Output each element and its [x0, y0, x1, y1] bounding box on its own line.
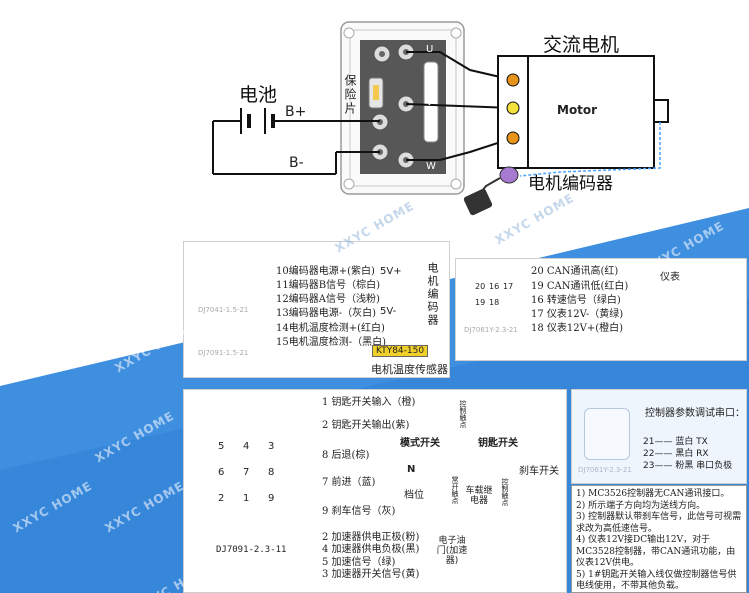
motor-label: Motor: [557, 103, 598, 117]
encoder-pin-11: 11编码器B信号（棕白): [276, 280, 380, 291]
meter-pin-20: 20 CAN通讯高(红): [531, 266, 619, 277]
ctrl-pin-6: 6: [218, 467, 225, 478]
encoder-v-plus: 5V+: [380, 266, 402, 277]
ctrl-pin-2: 2: [218, 493, 225, 504]
encoder-pin-13: 13编码器电源-（灰白): [276, 308, 377, 319]
encoder-connector-b: DJ7091-1.5-21: [198, 349, 249, 357]
ctrl-line-2: 2 钥匙开关输出(紫): [322, 420, 410, 431]
meter-num-0: 20: [475, 282, 486, 291]
ctrl-pin-9: 9: [268, 493, 275, 504]
ctrl-pin-1: 1: [243, 493, 250, 504]
encoder-pin-12: 12编码器A信号（浅粉): [276, 294, 380, 305]
ac-motor: [497, 55, 669, 169]
ctrl-line-7: 4 加速器供电负极(黑): [322, 544, 420, 555]
brake-switch-label: 刹车开关: [519, 466, 559, 477]
meter-panel: [455, 258, 747, 361]
sensor-part: KTY84-150: [372, 345, 429, 357]
ctrl-line-1: 1 钥匙开关输入（橙): [322, 397, 416, 408]
encoder-label: 电机编码器: [528, 174, 613, 194]
encoder-connector-a: DJ7041-1.5-21: [198, 306, 249, 314]
debug-title: 控制器参数调试串口：: [645, 408, 745, 419]
control-panel: [183, 389, 567, 593]
b-minus-label: B-: [289, 155, 304, 171]
note-1: 1) MC3526控制器无CAN通讯接口。: [576, 489, 730, 499]
meter-num-1: 16: [489, 282, 500, 291]
ctrl-line-3: 8 后退(棕): [322, 450, 370, 461]
sensor-label: 电机温度传感器: [371, 363, 448, 376]
meter-num-3: 19: [475, 298, 486, 307]
control-point: 控制触点: [459, 400, 467, 428]
ctrl-connector-name: DJ7091-2.3-11: [216, 545, 287, 555]
ctrl-line-5: 9 刹车信号（灰): [322, 506, 396, 517]
mode-switch-label: 模式开关: [400, 438, 440, 449]
meter-num-4: 18: [489, 298, 500, 307]
meter-pin-17: 17 仪表12V-（黄绿): [531, 309, 624, 320]
ctrl-line-6: 2 加速器供电正极(粉): [322, 532, 420, 543]
meter-num-2: 17: [503, 282, 514, 291]
encoder-v-minus: 5V-: [380, 306, 397, 317]
note-4: 4) 仪表12V接DC输出12V，对于MC3528控制器，带CAN通讯功能，由仪…: [576, 535, 736, 568]
fuse-label: 保险片: [343, 74, 357, 116]
phase-w: W: [426, 161, 436, 172]
ctrl-pin-7: 7: [243, 467, 250, 478]
phase-wires: [405, 51, 514, 161]
encoder-side-label: 电机编码器: [426, 262, 439, 327]
debug-item-23: 23—— 粉黑 串口负极: [643, 461, 733, 471]
b-plus-label: B+: [285, 104, 307, 120]
relay-normally-open: 常开触点: [451, 476, 459, 504]
phase-u: U: [426, 44, 434, 55]
ctrl-line-9: 3 加速器开关信号(黄): [322, 569, 420, 580]
accelerator-label: 电子油门(加速器): [436, 536, 468, 566]
meter-label: 仪表: [660, 272, 680, 283]
meter-pin-19: 19 CAN通讯低(红白): [531, 281, 629, 292]
encoder-pin-15: 15电机温度检测-（黑白): [276, 337, 387, 348]
ctrl-pin-8: 8: [268, 467, 275, 478]
note-5: 5) 1#钥匙开关输入线仅做控制器信号供电线使用，不带其他负载。: [576, 569, 737, 592]
phase-v: V: [426, 97, 433, 108]
ctrl-line-8: 5 加速信号（绿): [322, 557, 396, 568]
ctrl-pin-4: 4: [243, 441, 250, 452]
debug-item-21: 21—— 蓝白 TX: [643, 437, 708, 447]
notes-box: 1) MC3526控制器无CAN通讯接口。 2) 所示端子方向均为送线方向。 3…: [571, 485, 747, 593]
meter-connector-name: DJ7061Y-2.3-21: [464, 326, 518, 334]
gear-label: 档位: [404, 490, 424, 501]
relay-label: 车载继电器: [465, 486, 493, 506]
controller: [340, 21, 465, 195]
debug-mascot-icon: [584, 408, 630, 460]
note-3: 3) 控制器默认带刹车信号，此信号可视需求改为高低速信号。: [576, 512, 742, 534]
battery-label: 电池: [239, 84, 278, 106]
debug-item-22: 22—— 黑白 RX: [643, 449, 709, 459]
relay-control: 控制触点: [501, 478, 509, 506]
n-label: N: [407, 464, 416, 475]
encoder-connector: [463, 122, 661, 216]
encoder-pin-10: 10编码器电源+(紫白): [276, 266, 375, 277]
ctrl-pin-5: 5: [218, 441, 225, 452]
encoder-pin-14: 14电机温度检测+(红白): [276, 323, 385, 334]
battery-symbol: [212, 108, 380, 175]
meter-pin-18: 18 仪表12V+(橙白): [531, 323, 624, 334]
meter-pin-16: 16 转速信号（绿白): [531, 295, 621, 306]
key-switch-label: 钥匙开关: [478, 438, 518, 449]
ac-motor-label: 交流电机: [543, 34, 620, 56]
ctrl-line-4: 7 前进（蓝): [322, 477, 376, 488]
ctrl-pin-3: 3: [268, 441, 275, 452]
note-2: 2) 所示端子方向均为送线方向。: [576, 500, 706, 511]
debug-connector: DJ7061Y-2.3-21: [578, 466, 632, 474]
